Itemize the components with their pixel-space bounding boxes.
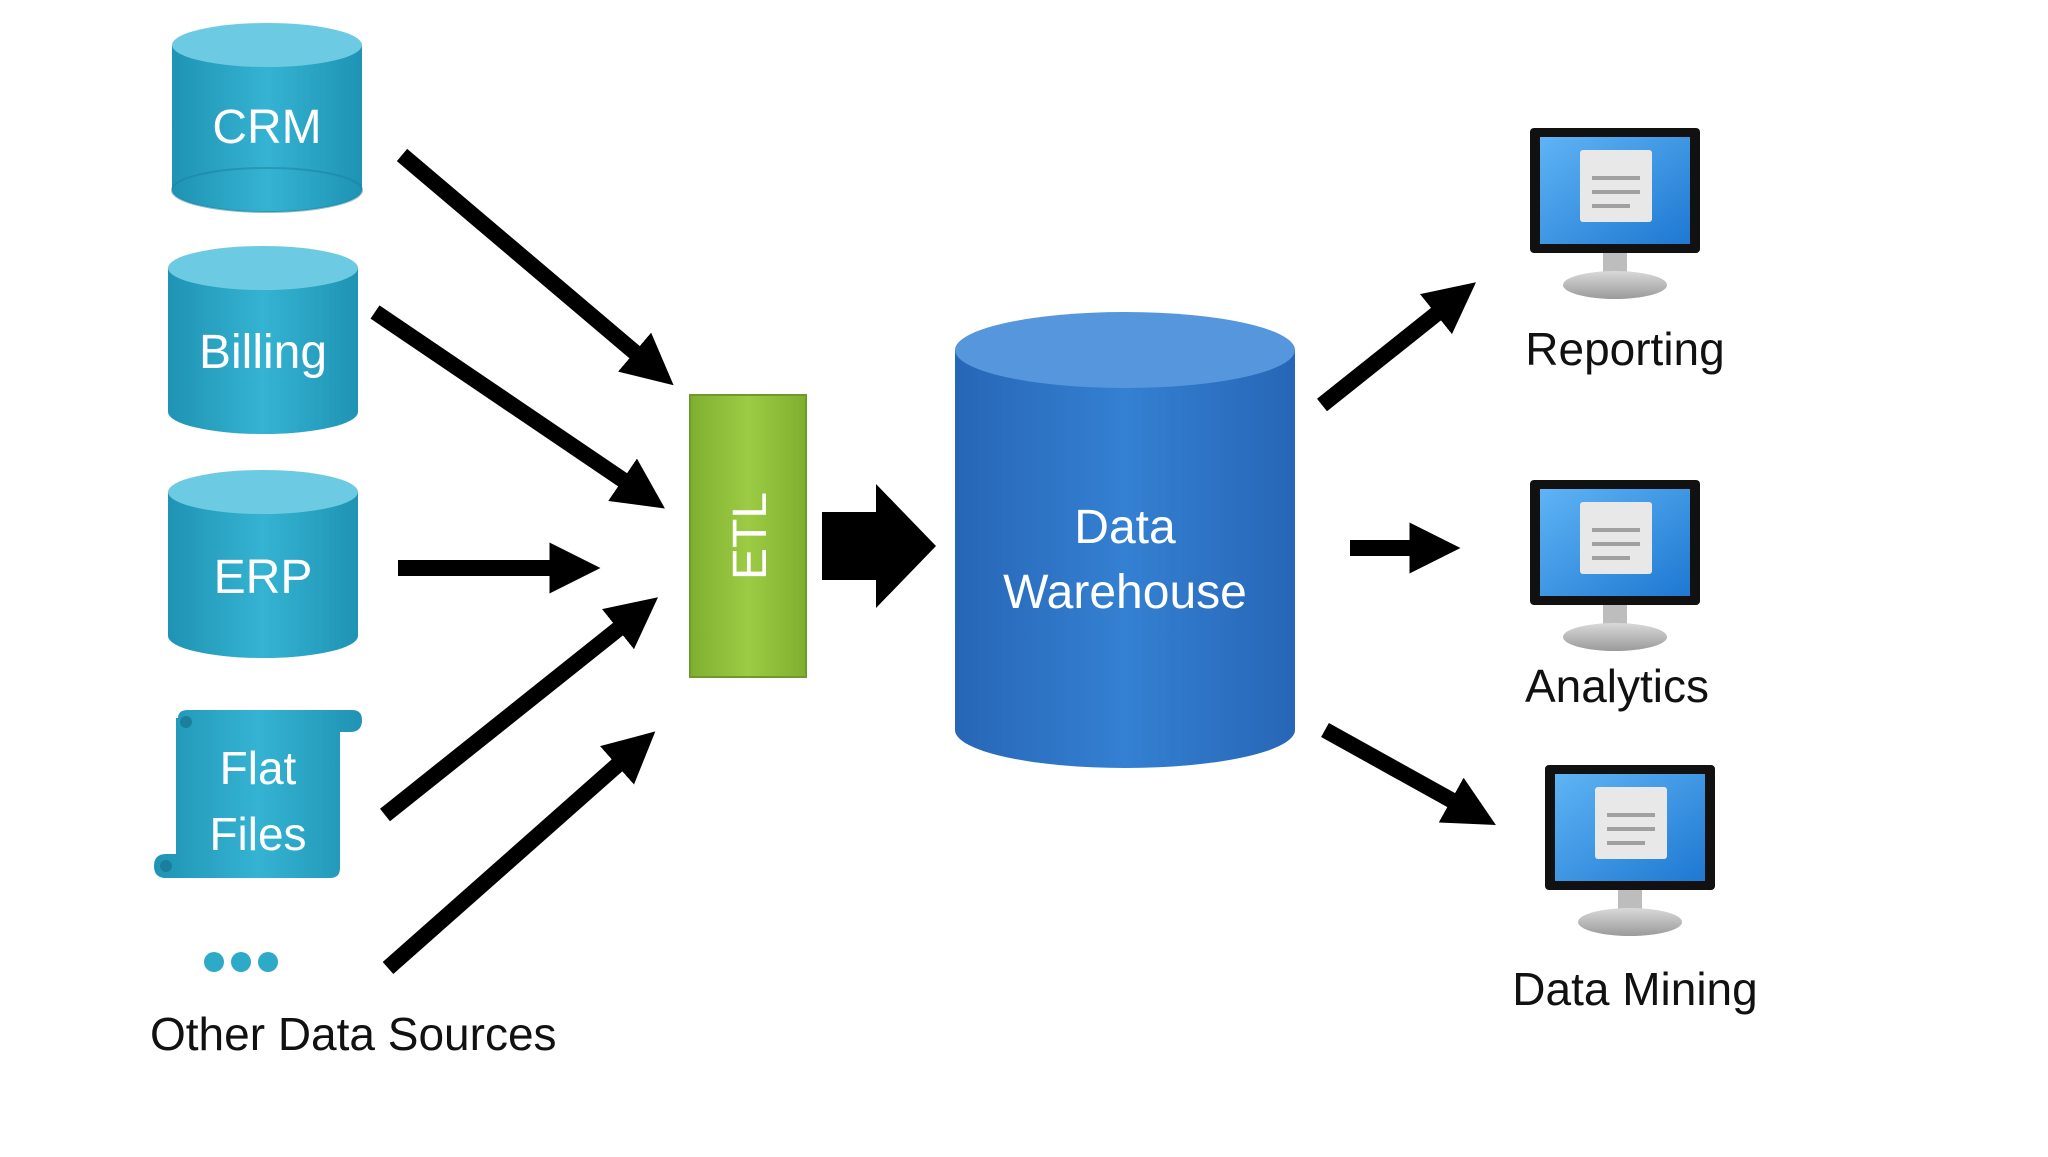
warehouse-to-mining-arrow: [1321, 723, 1496, 825]
flat-files-to-etl-arrow: [380, 597, 659, 822]
output-arrows: [1317, 282, 1496, 825]
ellipsis-dots-icon: [204, 952, 278, 972]
other-to-etl-arrow: [382, 731, 656, 974]
etl-to-warehouse-arrow: [822, 484, 936, 608]
warehouse-label-line-2: Warehouse: [1003, 566, 1247, 619]
billing-database-icon: [168, 246, 358, 434]
billing-label: Billing: [199, 326, 327, 379]
warehouse-to-reporting-arrow: [1317, 282, 1477, 412]
etl-label: ETL: [724, 492, 777, 580]
source-arrows: [370, 148, 674, 974]
data-mining-label: Data Mining: [1512, 963, 1757, 1015]
flat-files-scroll-icon: [154, 710, 362, 878]
crm-label: CRM: [212, 101, 321, 154]
erp-database-icon: [168, 470, 358, 658]
crm-to-etl-arrow: [396, 148, 674, 386]
flat-files-label-line-1: Flat: [220, 742, 297, 794]
reporting-label: Reporting: [1525, 323, 1724, 375]
warehouse-label-line-1: Data: [1074, 501, 1176, 554]
other-data-sources-label: Other Data Sources: [150, 1008, 557, 1060]
billing-to-etl-arrow: [370, 305, 665, 509]
analytics-monitor-icon: [1530, 480, 1700, 651]
reporting-monitor-icon: [1530, 128, 1700, 299]
analytics-label: Analytics: [1525, 660, 1709, 712]
data-warehouse-cylinder-icon: [955, 312, 1295, 768]
flat-files-label-line-2: Files: [209, 808, 306, 860]
etl-box: [689, 394, 807, 678]
crm-database-icon: [171, 23, 363, 213]
erp-label: ERP: [214, 551, 313, 604]
data-mining-monitor-icon: [1545, 765, 1715, 936]
